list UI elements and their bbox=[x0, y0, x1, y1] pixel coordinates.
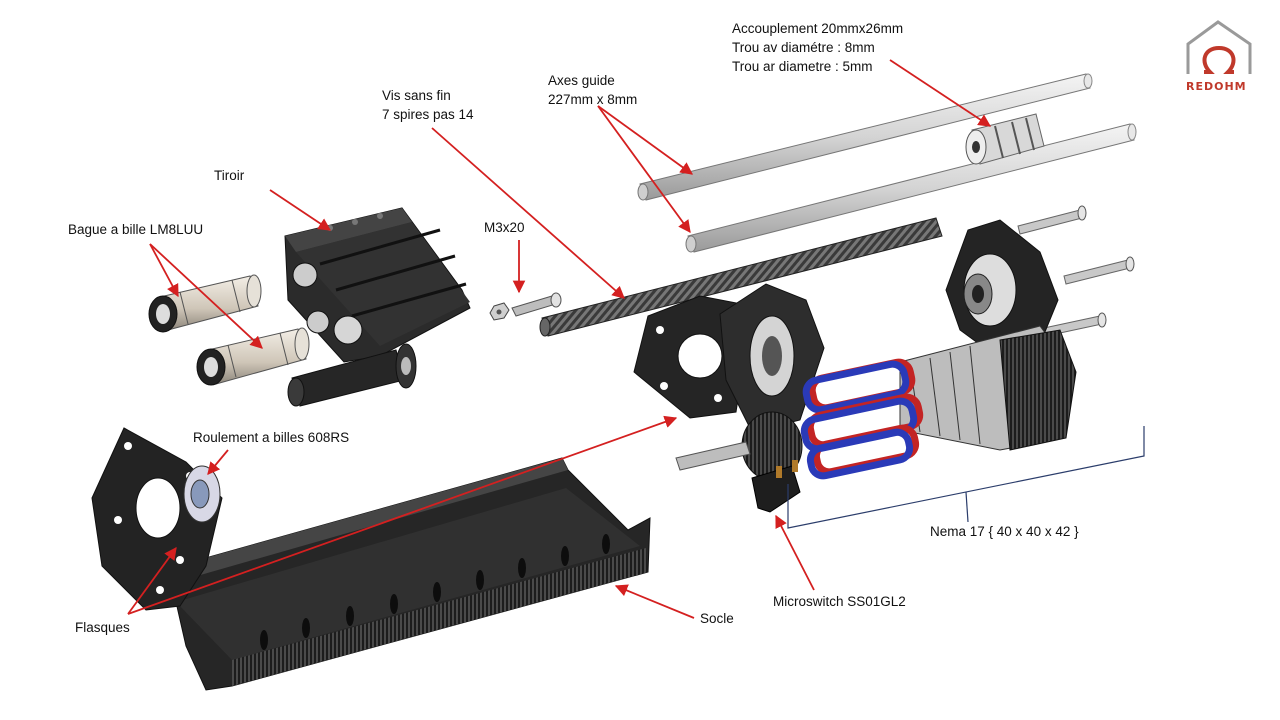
label-accouplement-line-3: Trou ar diametre : 5mm bbox=[732, 59, 873, 74]
label-axes-guide: Axes guide 227mm x 8mm bbox=[548, 71, 637, 109]
linear-bushing-upper bbox=[148, 274, 262, 333]
arrow-bague-lower bbox=[149, 243, 263, 349]
label-m3x20: M3x20 bbox=[484, 220, 525, 235]
guide-rod-upper bbox=[637, 73, 1093, 201]
arrow-axes-upper bbox=[597, 105, 694, 175]
slide-block-tiroir bbox=[284, 207, 471, 363]
label-vis-line-2: 7 spires pas 14 bbox=[382, 107, 474, 122]
arrow-vis bbox=[431, 127, 625, 299]
stepper-motor-nema17 bbox=[675, 325, 1077, 481]
linear-bushing-lower bbox=[196, 327, 310, 386]
arrow-socle bbox=[614, 584, 695, 619]
label-nema17: Nema 17 { 40 x 40 x 42 } bbox=[930, 524, 1079, 539]
label-microswitch: Microswitch SS01GL2 bbox=[773, 594, 906, 609]
label-axes-line-2: 227mm x 8mm bbox=[548, 92, 638, 107]
arrow-flasques-right bbox=[127, 415, 678, 615]
arrow-tiroir bbox=[269, 189, 332, 231]
label-axes-line-1: Axes guide bbox=[548, 73, 615, 88]
lead-screw-nut bbox=[287, 343, 417, 407]
label-socle: Socle bbox=[700, 611, 734, 626]
house-omega-logo-icon bbox=[1186, 20, 1252, 74]
label-accouplement: Accouplement 20mmx26mm Trou av diamétre … bbox=[732, 19, 903, 76]
arrow-microswitch bbox=[775, 514, 815, 591]
motor-end-plate bbox=[945, 219, 1059, 353]
logo-text: REDOHM bbox=[1186, 80, 1247, 93]
ball-bearing-608rs bbox=[183, 465, 221, 523]
nema-bracket-leader bbox=[965, 491, 969, 523]
label-tiroir: Tiroir bbox=[214, 168, 245, 183]
arrow-flasques-left bbox=[127, 546, 177, 615]
guide-rod-lower bbox=[685, 123, 1137, 253]
label-flasques: Flasques bbox=[75, 620, 130, 635]
label-vis-line-1: Vis sans fin bbox=[382, 88, 451, 103]
label-accouplement-line-1: Accouplement 20mmx26mm bbox=[732, 21, 904, 36]
label-roulement: Roulement a billes 608RS bbox=[193, 430, 350, 445]
label-bague: Bague a bille LM8LUU bbox=[68, 222, 204, 237]
base-channel-socle bbox=[169, 457, 651, 691]
motor-shaft bbox=[675, 441, 751, 471]
lead-screw bbox=[539, 217, 943, 337]
label-vis-sans-fin: Vis sans fin 7 spires pas 14 bbox=[382, 86, 474, 124]
arrow-axes-lower bbox=[597, 105, 691, 234]
label-accouplement-line-2: Trou av diamétre : 8mm bbox=[732, 40, 875, 55]
arrow-accouplement bbox=[889, 59, 992, 127]
screw-m3x20 bbox=[489, 292, 562, 321]
arrow-bague-upper bbox=[149, 243, 179, 298]
arrow-roulement bbox=[207, 449, 229, 475]
microswitch bbox=[751, 460, 801, 513]
